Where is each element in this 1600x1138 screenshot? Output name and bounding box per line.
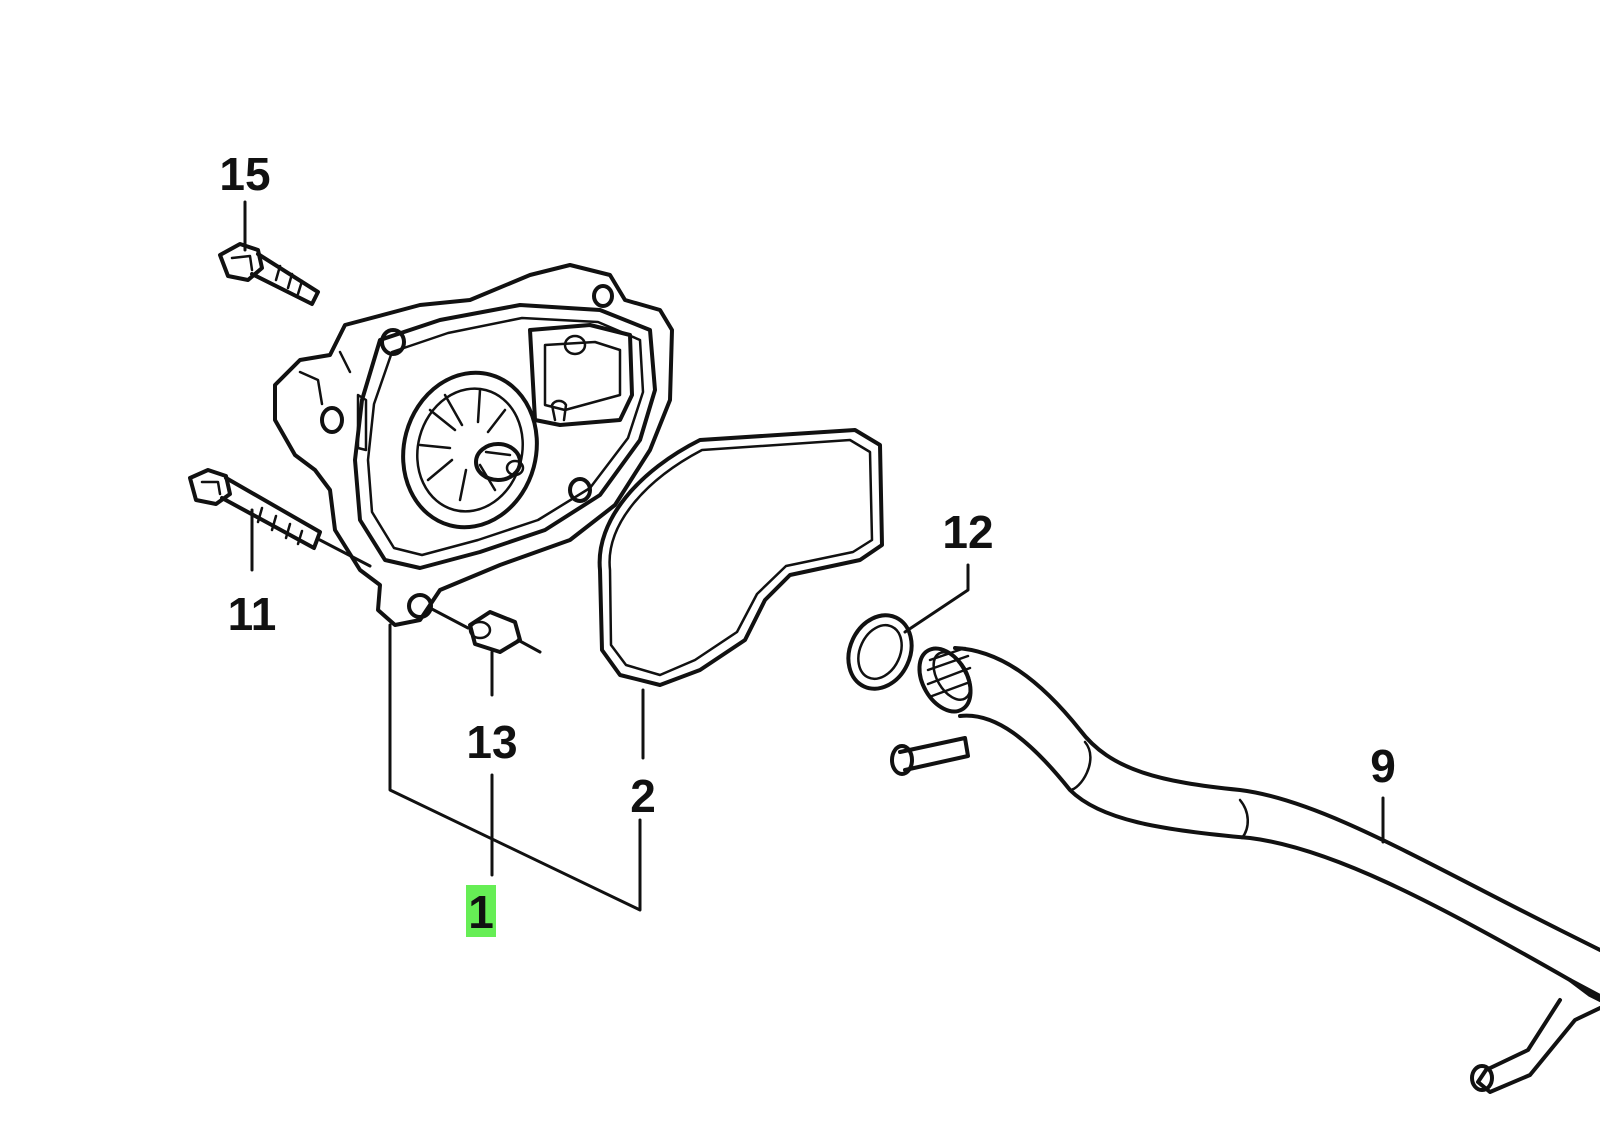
callout-9[interactable]: 9: [1370, 740, 1396, 792]
callout-15[interactable]: 15: [219, 148, 270, 200]
leader-lines: [243, 200, 1385, 912]
leader-1-bracket: [388, 623, 642, 912]
callout-2[interactable]: 2: [630, 770, 656, 822]
leader-12: [903, 563, 970, 634]
o-ring-12[interactable]: [837, 605, 923, 699]
dowel-pin-13[interactable]: [428, 606, 542, 654]
callout-11[interactable]: 11: [228, 588, 277, 640]
bolt-11[interactable]: [188, 468, 372, 568]
callout-13[interactable]: 13: [466, 716, 517, 768]
callout-1[interactable]: 1: [468, 886, 494, 938]
water-pump-housing[interactable]: [273, 263, 674, 627]
gasket-2[interactable]: [597, 428, 884, 687]
callout-12[interactable]: 12: [942, 506, 993, 558]
water-inlet-pipe-9[interactable]: [890, 640, 1600, 1094]
callout-1-highlight: [466, 885, 496, 937]
bolt-15[interactable]: [218, 242, 320, 306]
